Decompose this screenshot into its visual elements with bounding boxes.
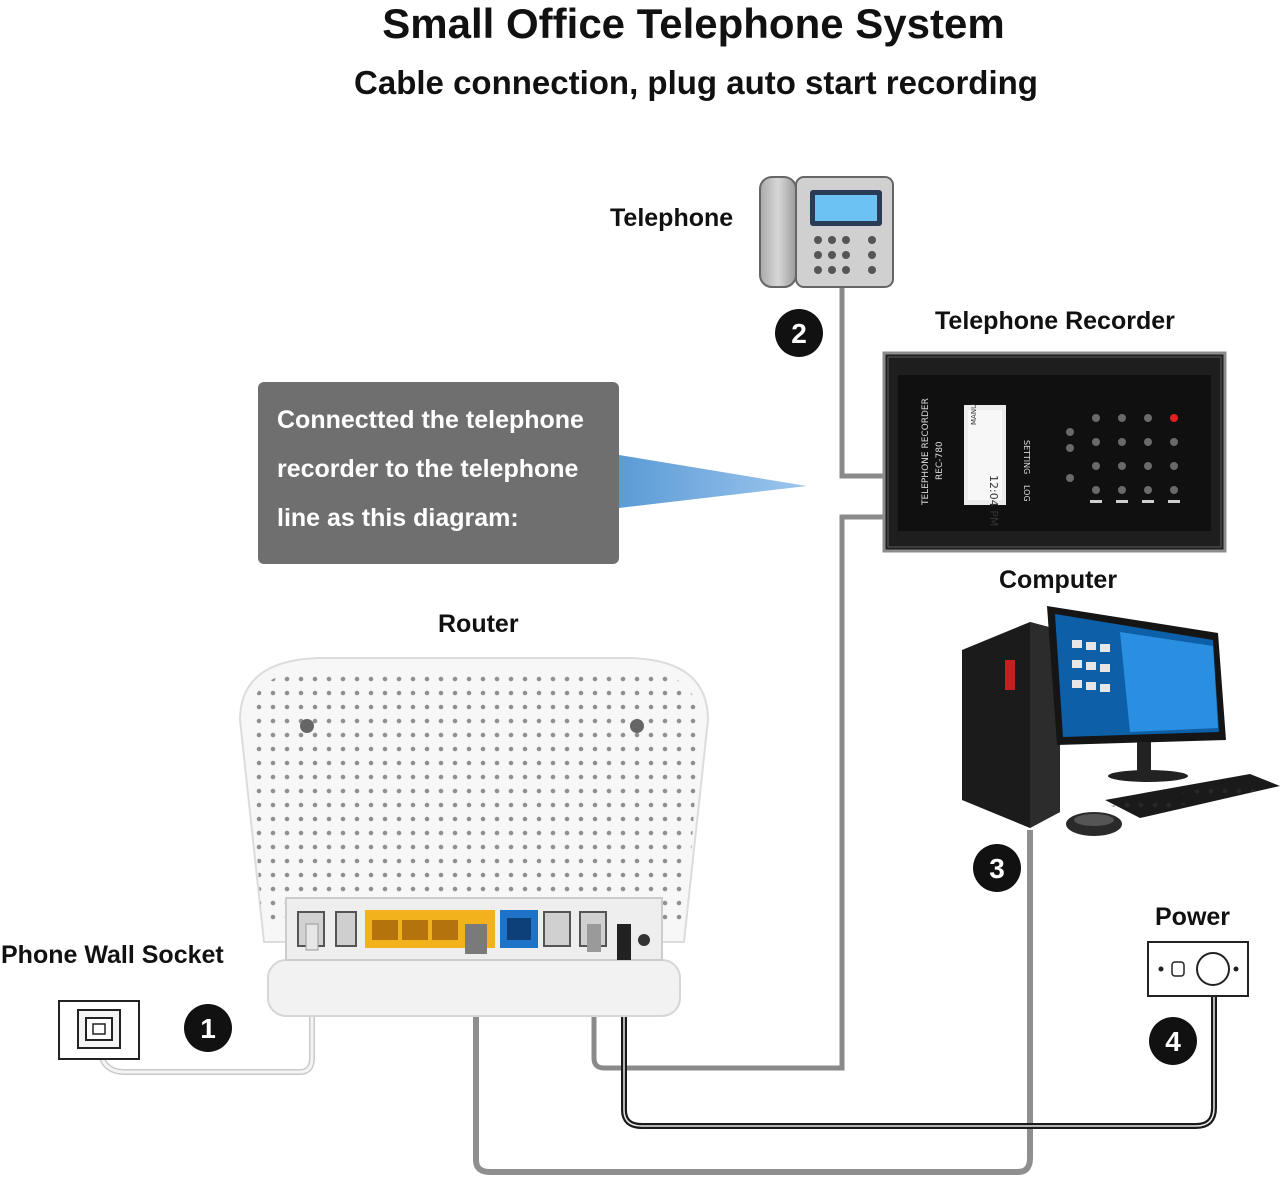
recorder-menu-label: MANU	[970, 404, 978, 425]
step-badge-1: 1	[184, 1004, 232, 1052]
svg-text:1: 1	[200, 1013, 216, 1044]
computer-label: Computer	[999, 566, 1118, 594]
recorder-time-display: 12:04 PM	[987, 475, 1000, 526]
cable-router-power	[621, 960, 1217, 1129]
cable-recorder-router	[591, 514, 884, 1071]
phone-wall-socket-label: Phone Wall Socket	[1, 941, 224, 969]
wall-socket-illustration	[58, 1000, 140, 1060]
callout-line-2: recorder to the telephone	[277, 455, 579, 483]
telephone-illustration	[759, 176, 894, 288]
telephone-recorder-label: Telephone Recorder	[935, 307, 1175, 335]
recorder-brand-label: TELEPHONE RECORDER	[921, 398, 931, 506]
callout-line-3: line as this diagram:	[277, 504, 519, 532]
page-subtitle: Cable connection, plug auto start record…	[354, 64, 1038, 101]
cable-router-computer	[473, 830, 1033, 1175]
telephone-recorder-illustration	[882, 351, 1227, 553]
callout-pointer	[619, 455, 807, 508]
router-label: Router	[438, 610, 519, 638]
power-label: Power	[1155, 903, 1231, 931]
callout-text: Connectted the telephone recorder to the…	[277, 396, 617, 543]
svg-text:3: 3	[989, 853, 1005, 884]
callout-line-1: Connectted the telephone	[277, 406, 584, 434]
svg-text:4: 4	[1165, 1026, 1181, 1057]
step-badge-3: 3	[973, 844, 1021, 892]
instruction-callout: Connectted the telephone recorder to the…	[258, 382, 619, 564]
recorder-log-label: LOG	[1022, 485, 1031, 502]
router-illustration	[238, 657, 710, 1017]
recorder-setting-label: SETTING	[1022, 440, 1031, 474]
svg-text:2: 2	[791, 318, 807, 349]
power-socket-illustration	[1147, 941, 1249, 997]
computer-illustration	[962, 606, 1280, 836]
step-badge-2: 2	[775, 309, 823, 357]
page-title: Small Office Telephone System	[382, 0, 1005, 47]
step-badge-4: 4	[1149, 1017, 1197, 1065]
telephone-label: Telephone	[610, 204, 734, 232]
recorder-model-label: REC-780	[935, 441, 945, 480]
cable-telephone-recorder	[839, 285, 884, 479]
